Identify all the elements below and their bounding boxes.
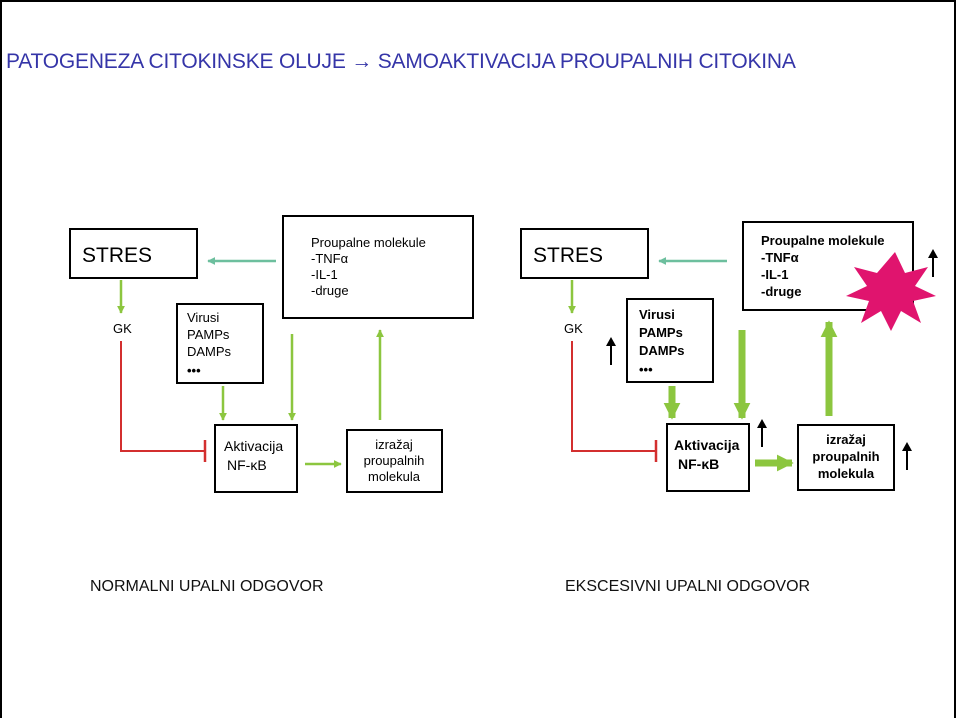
frame-top-border [0, 0, 956, 2]
right-molecules-item: -TNFα [761, 250, 799, 265]
right-activation-line: Aktivacija [674, 437, 740, 453]
right-caption: EKSCESIVNI UPALNI ODGOVOR [565, 578, 811, 595]
frame-left-border [0, 0, 2, 718]
up-arrow-icon [902, 442, 912, 470]
right-molecules-item: -IL-1 [761, 267, 788, 282]
slide-title: PATOGENEZA CITOKINSKE OLUJE → SAMOAKTIVA… [6, 50, 796, 73]
right-inhibition-line [571, 341, 656, 452]
left-pathogen-item: Virusi [187, 310, 219, 325]
right-gk-label: GK [564, 321, 583, 336]
right-stres-box [520, 228, 649, 279]
left-stres-box [69, 228, 198, 279]
frame-right-border [954, 0, 956, 718]
up-arrow-icon [606, 337, 616, 365]
left-molecules-item: -druge [311, 283, 349, 298]
right-expression-box [797, 424, 895, 491]
left-expression-box [346, 429, 443, 493]
right-molecules-item: -druge [761, 284, 801, 299]
left-activation-box [214, 424, 298, 493]
left-molecules-item: -IL-1 [311, 267, 338, 282]
left-pathogen-item: ••• [187, 363, 201, 378]
left-molecules-item: -TNFα [311, 251, 349, 266]
right-pathogen-item: Virusi [639, 307, 675, 322]
right-stres-label: STRES [533, 244, 603, 267]
left-diagram: STRES GK Virusi PAMPs DAMPs ••• Proupaln… [69, 215, 474, 493]
up-arrow-icon [928, 249, 938, 277]
right-pathogens-box [626, 298, 714, 383]
left-caption: NORMALNI UPALNI ODGOVOR [90, 578, 324, 595]
left-molecules-text: Proupalne molekule -TNFα -IL-1 -druge [311, 235, 426, 298]
left-molecules-item: Proupalne molekule [311, 235, 426, 250]
right-molecules-item: Proupalne molekule [761, 233, 885, 248]
left-inhibition-line [120, 341, 205, 452]
left-gk-label: GK [113, 321, 132, 336]
right-pathogen-item: PAMPs [639, 325, 683, 340]
up-arrow-icon [757, 419, 767, 447]
burst-star-icon [846, 252, 936, 331]
left-activation-line: NF-κB [227, 457, 267, 473]
right-activation-line: NF-κB [678, 456, 719, 472]
left-pathogen-item: PAMPs [187, 327, 230, 342]
left-expression-line: izražaj [375, 437, 413, 452]
left-pathogens-box [176, 303, 264, 384]
right-pathogen-item: DAMPs [639, 343, 685, 358]
right-pathogen-item: ••• [639, 362, 653, 377]
left-activation-line: Aktivacija [224, 438, 283, 454]
left-stres-label: STRES [82, 244, 152, 267]
right-diagram: STRES GK Virusi PAMPs DAMPs ••• Proupaln… [520, 221, 938, 492]
right-expression-line: molekula [818, 466, 875, 481]
left-molecules-box [282, 215, 474, 319]
right-expression-line: proupalnih [812, 449, 879, 464]
right-expression-line: izražaj [826, 432, 866, 447]
right-activation-box [666, 423, 750, 492]
left-pathogens-text: Virusi PAMPs DAMPs ••• [187, 310, 232, 378]
left-expression-line: proupalnih [364, 453, 425, 468]
left-expression-line: molekula [368, 469, 421, 484]
left-pathogen-item: DAMPs [187, 344, 232, 359]
